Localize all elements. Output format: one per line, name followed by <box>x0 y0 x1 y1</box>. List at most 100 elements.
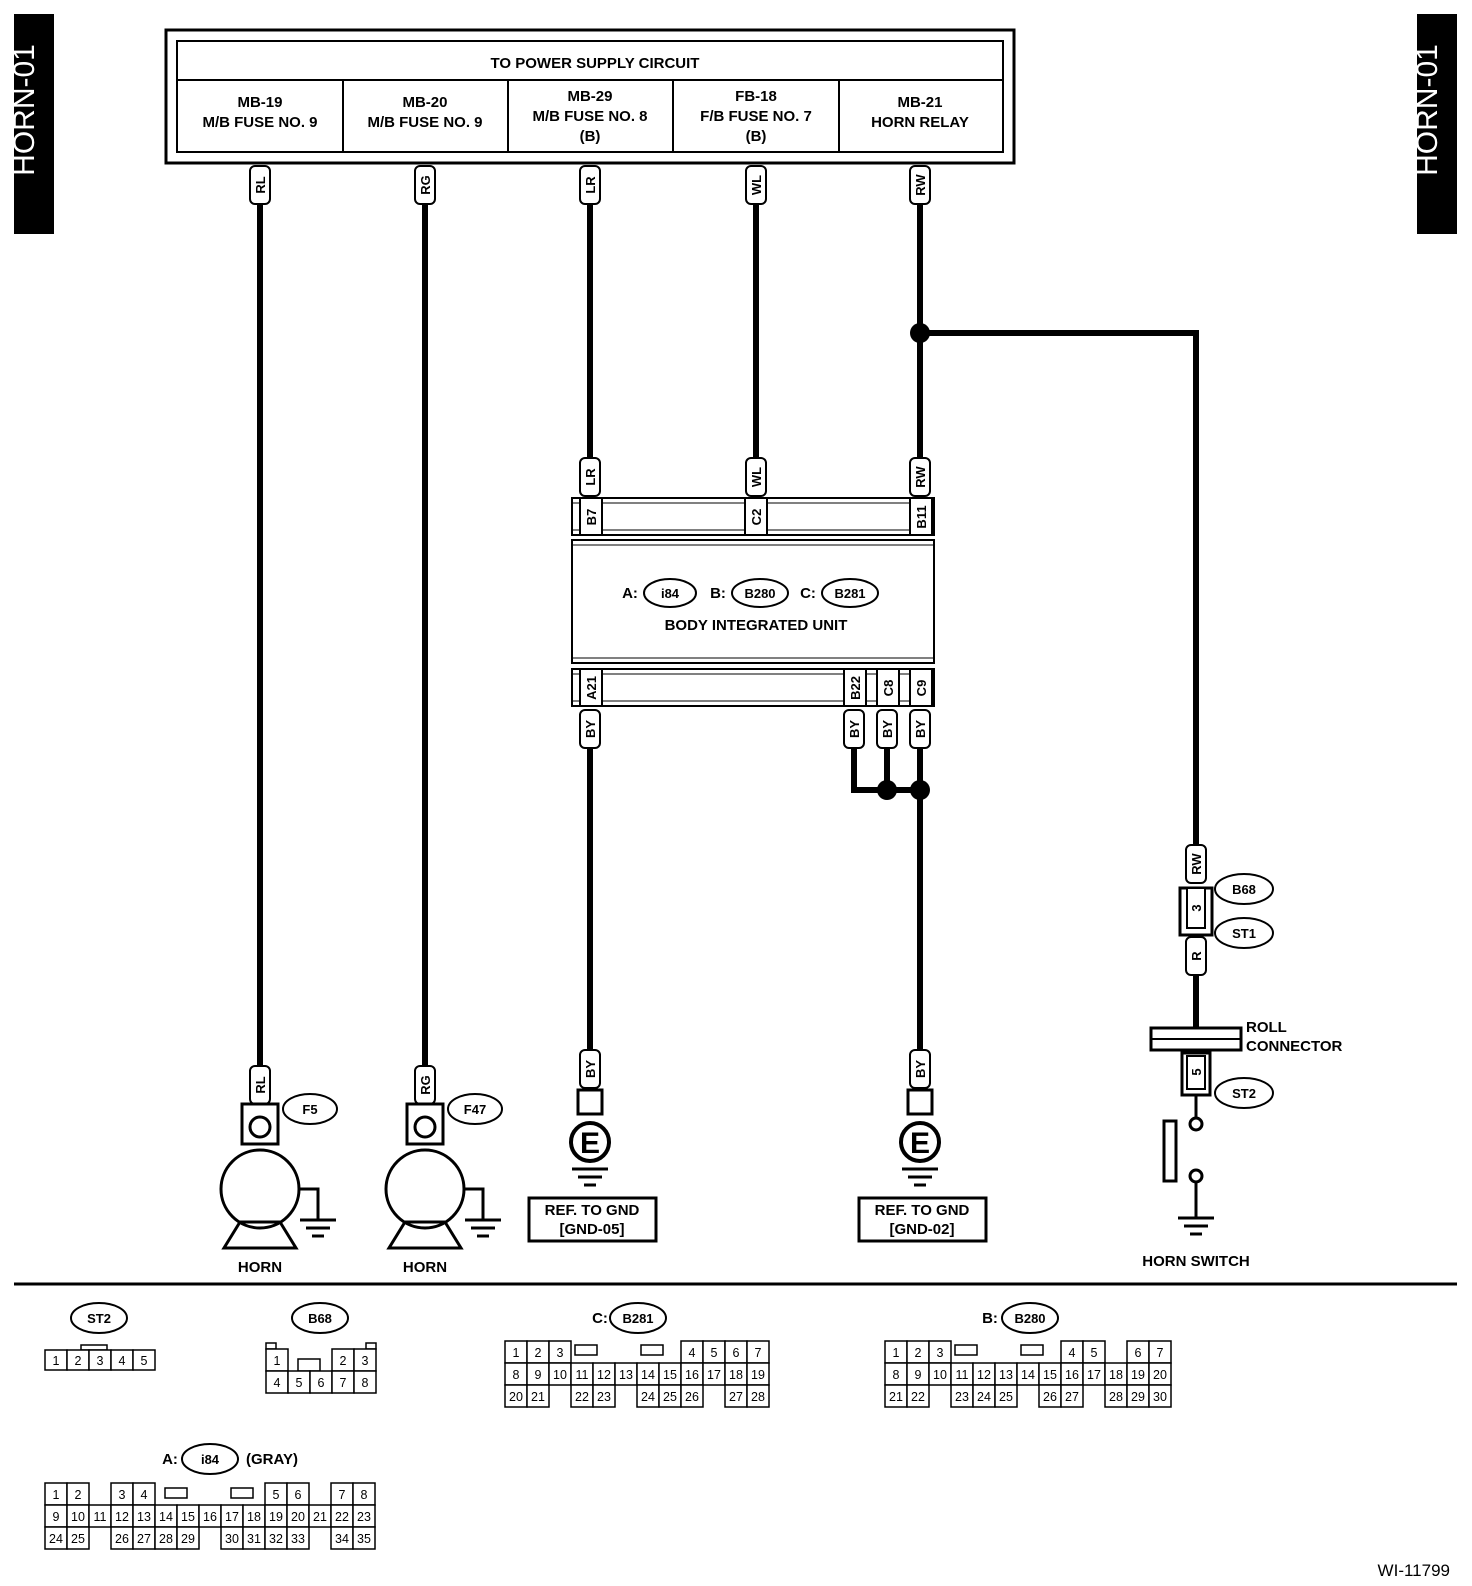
pin-label: 2 <box>915 1346 922 1360</box>
pin-cell <box>994 1384 1018 1408</box>
pin-cell <box>526 1384 550 1408</box>
pin-label: 34 <box>335 1532 349 1546</box>
pin-label: 19 <box>269 1510 283 1524</box>
pin-label: 7 <box>339 1488 346 1502</box>
pin-label: 8 <box>362 1376 369 1390</box>
pin-label: 28 <box>159 1532 173 1546</box>
pin-label: 30 <box>225 1532 239 1546</box>
svg-text:BY: BY <box>880 720 895 738</box>
svg-text:(B): (B) <box>580 128 601 145</box>
svg-text:F/B FUSE NO. 7: F/B FUSE NO. 7 <box>700 108 812 125</box>
pin-label: 16 <box>685 1368 699 1382</box>
connector-key <box>365 1342 377 1350</box>
svg-text:BY: BY <box>583 1060 598 1078</box>
pin-label: 20 <box>509 1390 523 1404</box>
ground-right: E REF. TO GND [GND-02] <box>857 1088 988 1243</box>
pin-label: 28 <box>1109 1390 1123 1404</box>
pin-cell <box>680 1384 704 1408</box>
pin-label: 2 <box>75 1354 82 1368</box>
pin-label: 17 <box>707 1368 721 1382</box>
pin-cell <box>746 1384 770 1408</box>
svg-text:BY: BY <box>913 1060 928 1078</box>
pin-label: 1 <box>274 1354 281 1368</box>
pin-cell <box>353 1370 377 1394</box>
pin-label: 10 <box>553 1368 567 1382</box>
ground-left: E REF. TO GND [GND-05] <box>527 1088 658 1243</box>
pin-label: 3 <box>362 1354 369 1368</box>
svg-text:B68: B68 <box>308 1311 332 1326</box>
svg-text:C9: C9 <box>914 680 929 697</box>
pin-label: 21 <box>889 1390 903 1404</box>
svg-text:A:: A: <box>162 1451 178 1468</box>
pin-label: 25 <box>663 1390 677 1404</box>
pin-label: 14 <box>159 1510 173 1524</box>
pin-label: 7 <box>755 1346 762 1360</box>
pin-cell <box>906 1384 930 1408</box>
wire-tag-wl-top: WL <box>745 165 767 205</box>
pin-cell <box>132 1349 156 1371</box>
pin-label: 6 <box>318 1376 325 1390</box>
pin-label: 16 <box>1065 1368 1079 1382</box>
pin-label: 17 <box>225 1510 239 1524</box>
pin-label: 30 <box>1153 1390 1167 1404</box>
svg-text:B281: B281 <box>622 1311 653 1326</box>
wire-tags: RL RG LR WL RW LR WL RW BY BY BY BY RL R… <box>249 165 1207 1105</box>
pin-label: 26 <box>115 1532 129 1546</box>
wire-tag-wl-biu: WL <box>745 457 767 497</box>
figure-id: WI-11799 <box>1378 1561 1450 1580</box>
pin-label: 23 <box>357 1510 371 1524</box>
wire-tag-by-b22: BY <box>843 709 865 749</box>
pin-label: 16 <box>203 1510 217 1524</box>
pin-label: 13 <box>619 1368 633 1382</box>
svg-text:3: 3 <box>1189 904 1204 911</box>
ground-right-symbol: E <box>910 1127 930 1160</box>
connector-key <box>230 1487 254 1499</box>
pin-label: 1 <box>53 1488 60 1502</box>
connector-key <box>164 1487 188 1499</box>
svg-text:M/B FUSE NO. 9: M/B FUSE NO. 9 <box>202 114 317 131</box>
svg-text:MB-20: MB-20 <box>402 94 447 111</box>
pin-label: 23 <box>597 1390 611 1404</box>
pin-label: 5 <box>1091 1346 1098 1360</box>
svg-text:WL: WL <box>749 467 764 487</box>
pin-label: 18 <box>729 1368 743 1382</box>
svg-text:B:: B: <box>710 585 726 602</box>
pin-label: 11 <box>576 1368 589 1382</box>
pin-label: 6 <box>733 1346 740 1360</box>
pin-label: 7 <box>1157 1346 1164 1360</box>
pin-label: 8 <box>513 1368 520 1382</box>
svg-text:REF. TO GND: REF. TO GND <box>545 1202 640 1219</box>
pin-label: 1 <box>513 1346 520 1360</box>
pin-label: 2 <box>535 1346 542 1360</box>
pin-label: 2 <box>75 1488 82 1502</box>
svg-text:BY: BY <box>583 720 598 738</box>
pin-label: 6 <box>1135 1346 1142 1360</box>
pin-label: 18 <box>247 1510 261 1524</box>
wire-tag-by-c8: BY <box>876 709 898 749</box>
svg-text:i84: i84 <box>201 1452 220 1467</box>
pin-label: 23 <box>955 1390 969 1404</box>
svg-text:(GRAY): (GRAY) <box>246 1451 298 1468</box>
pin-label: 5 <box>141 1354 148 1368</box>
horn-left: F5 HORN <box>219 1093 338 1276</box>
pin-label: 12 <box>115 1510 129 1524</box>
pin-label: 14 <box>1021 1368 1035 1382</box>
horn-left-label: HORN <box>238 1259 282 1276</box>
pin-label: 4 <box>141 1488 148 1502</box>
pin-label: 27 <box>729 1390 743 1404</box>
pin-label: 15 <box>1043 1368 1057 1382</box>
pin-cell <box>66 1526 90 1550</box>
svg-text:M/B FUSE NO. 8: M/B FUSE NO. 8 <box>532 108 647 125</box>
wire-tag-rl-top: RL <box>249 165 271 205</box>
pin-label: 4 <box>274 1376 281 1390</box>
svg-text:B22: B22 <box>848 676 863 700</box>
svg-text:A:: A: <box>622 585 638 602</box>
pin-label: 29 <box>181 1532 195 1546</box>
pin-label: 19 <box>1131 1368 1145 1382</box>
svg-text:i84: i84 <box>661 586 680 601</box>
pin-label: 17 <box>1087 1368 1101 1382</box>
svg-text:B281: B281 <box>834 586 865 601</box>
wire-tag-lr-top: LR <box>579 165 601 205</box>
svg-text:B11: B11 <box>914 505 929 528</box>
